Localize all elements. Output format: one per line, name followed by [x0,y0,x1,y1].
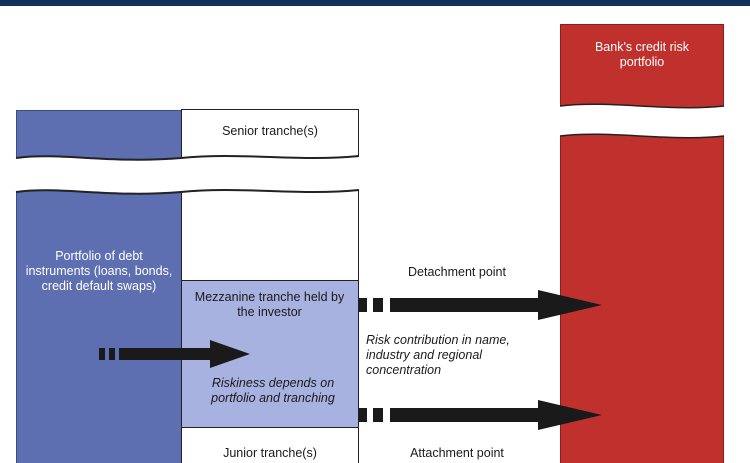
junior-tranche-label: Junior tranche(s) [223,446,317,460]
arrow-portfolio-to-mezzanine [99,340,250,368]
break-band-right [560,104,724,138]
attachment-point-label: Attachment point [410,446,504,460]
arrow-attachment [359,400,602,430]
mezzanine-riskiness-note: Riskiness depends on portfolio and tranc… [211,376,335,405]
detachment-point-label: Detachment point [408,265,506,279]
bank-portfolio-label: Bank's credit risk portfolio [594,40,690,69]
break-line-left-bottom [15,189,360,195]
break-line-right-top [559,103,725,109]
break-band-left [16,156,359,194]
mezzanine-tranche-label: Mezzanine tranche held by the investor [194,290,345,319]
break-line-left-top [15,155,360,161]
risk-contribution-note: Risk contribution in name, industry and … [366,333,510,377]
senior-tranche-label: Senior tranche(s) [222,124,318,138]
bank-portfolio-box [560,24,724,463]
break-line-right-bottom [559,133,725,139]
top-border [0,0,750,6]
arrow-detachment [359,290,602,320]
portfolio-label: Portfolio of debt instruments (loans, bo… [25,249,173,293]
